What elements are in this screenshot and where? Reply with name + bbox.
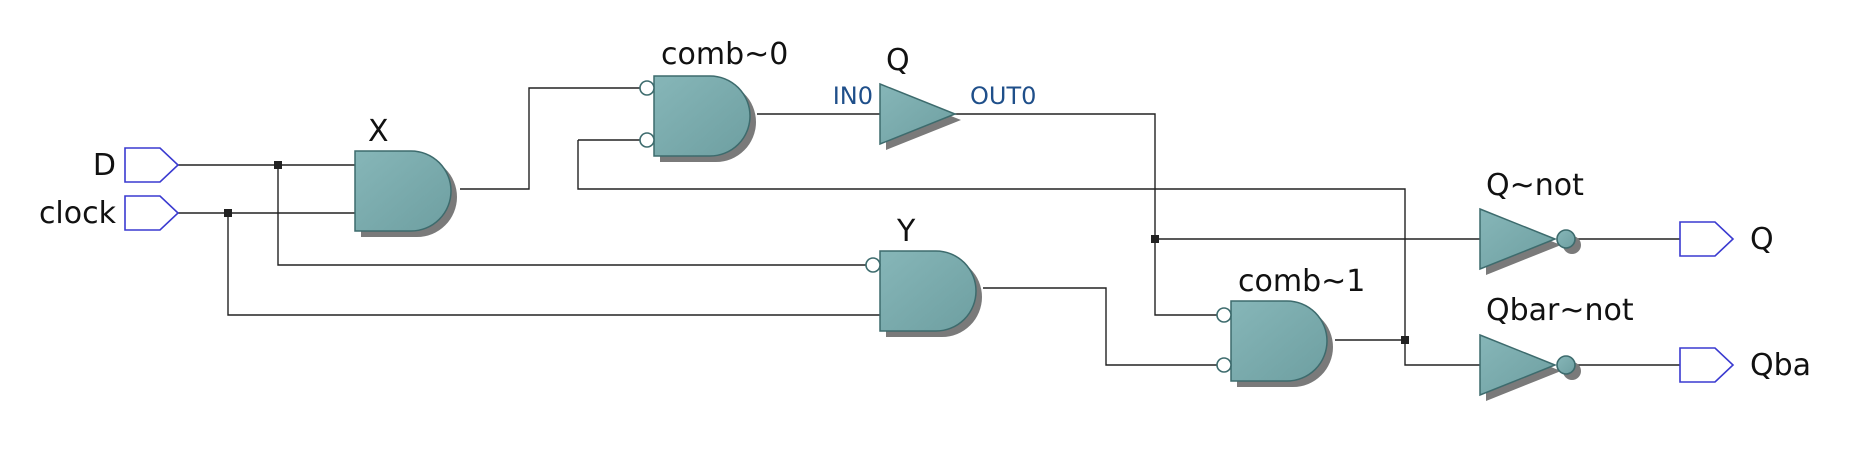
gate-q-buffer[interactable]: Q IN0 OUT0 [833,43,1037,150]
gate-y[interactable]: Y [865,214,982,337]
wire-y-to-comb1 [983,287,1217,366]
gate-label-qbar-not: Qbar~not [1486,293,1634,328]
output-port-q[interactable]: Q [1679,221,1774,257]
junction-comb1-out [1401,336,1409,344]
wire-d-to-y [277,165,866,266]
inverter-bubble [1556,229,1576,249]
input-label-clock: clock [39,196,117,231]
gate-label-comb1: comb~1 [1238,264,1365,299]
gate-label-x: X [368,114,389,149]
junction-clock [224,209,232,217]
junctions [224,161,1409,344]
wires [178,87,1680,366]
wire-x-to-comb0 [460,87,640,190]
inverter-bubble [1556,355,1576,375]
gate-q-not[interactable]: Q~not [1479,168,1584,275]
pin-label-in0: IN0 [833,82,873,110]
gate-label-q-not: Q~not [1486,168,1584,203]
wire-feedback-loop [577,140,1480,366]
gate-label-q-buffer: Q [886,43,910,78]
input-port-clock[interactable]: clock [39,195,180,231]
junction-q [1151,235,1159,243]
gate-comb1[interactable]: comb~1 [1216,264,1365,387]
inverter-bubble [639,132,655,148]
gate-label-comb0: comb~0 [661,37,788,72]
inverter-bubble [639,80,655,96]
wire-buffer-out [955,113,1217,316]
output-label-qbar: Qba [1750,348,1811,383]
junction-d [274,161,282,169]
gate-label-y: Y [896,214,916,249]
input-label-d: D [93,148,116,183]
pin-label-out0: OUT0 [970,82,1036,110]
output-port-qbar[interactable]: Qba [1679,347,1811,383]
gate-comb0[interactable]: comb~0 [639,37,788,162]
input-port-d[interactable]: D [93,147,180,183]
inverter-bubble [865,257,881,273]
output-label-q: Q [1750,222,1774,257]
gate-qbar-not[interactable]: Qbar~not [1479,293,1634,401]
gate-x[interactable]: X [354,114,457,237]
inverter-bubble [1216,307,1232,323]
wire-clock-to-y [227,213,880,316]
inverter-bubble [1216,357,1232,373]
